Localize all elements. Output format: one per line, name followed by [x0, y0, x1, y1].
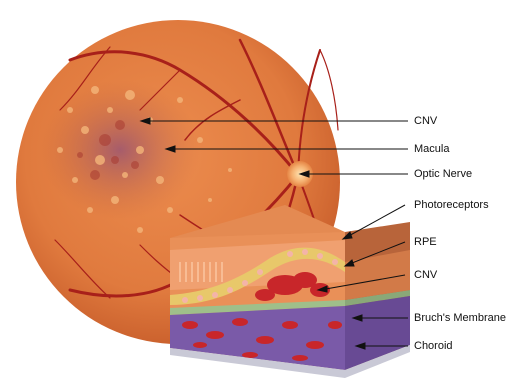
label-bruchs-membrane: Bruch's Membrane [414, 312, 506, 325]
label-macula: Macula [414, 143, 449, 156]
label-photoreceptors: Photoreceptors [414, 199, 489, 212]
retina-cross-section [170, 205, 410, 378]
label-rpe: RPE [414, 236, 437, 249]
label-optic-nerve: Optic Nerve [414, 168, 472, 181]
label-choroid: Choroid [414, 340, 453, 353]
label-cnv-bottom: CNV [414, 269, 437, 282]
label-cnv-top: CNV [414, 115, 437, 128]
